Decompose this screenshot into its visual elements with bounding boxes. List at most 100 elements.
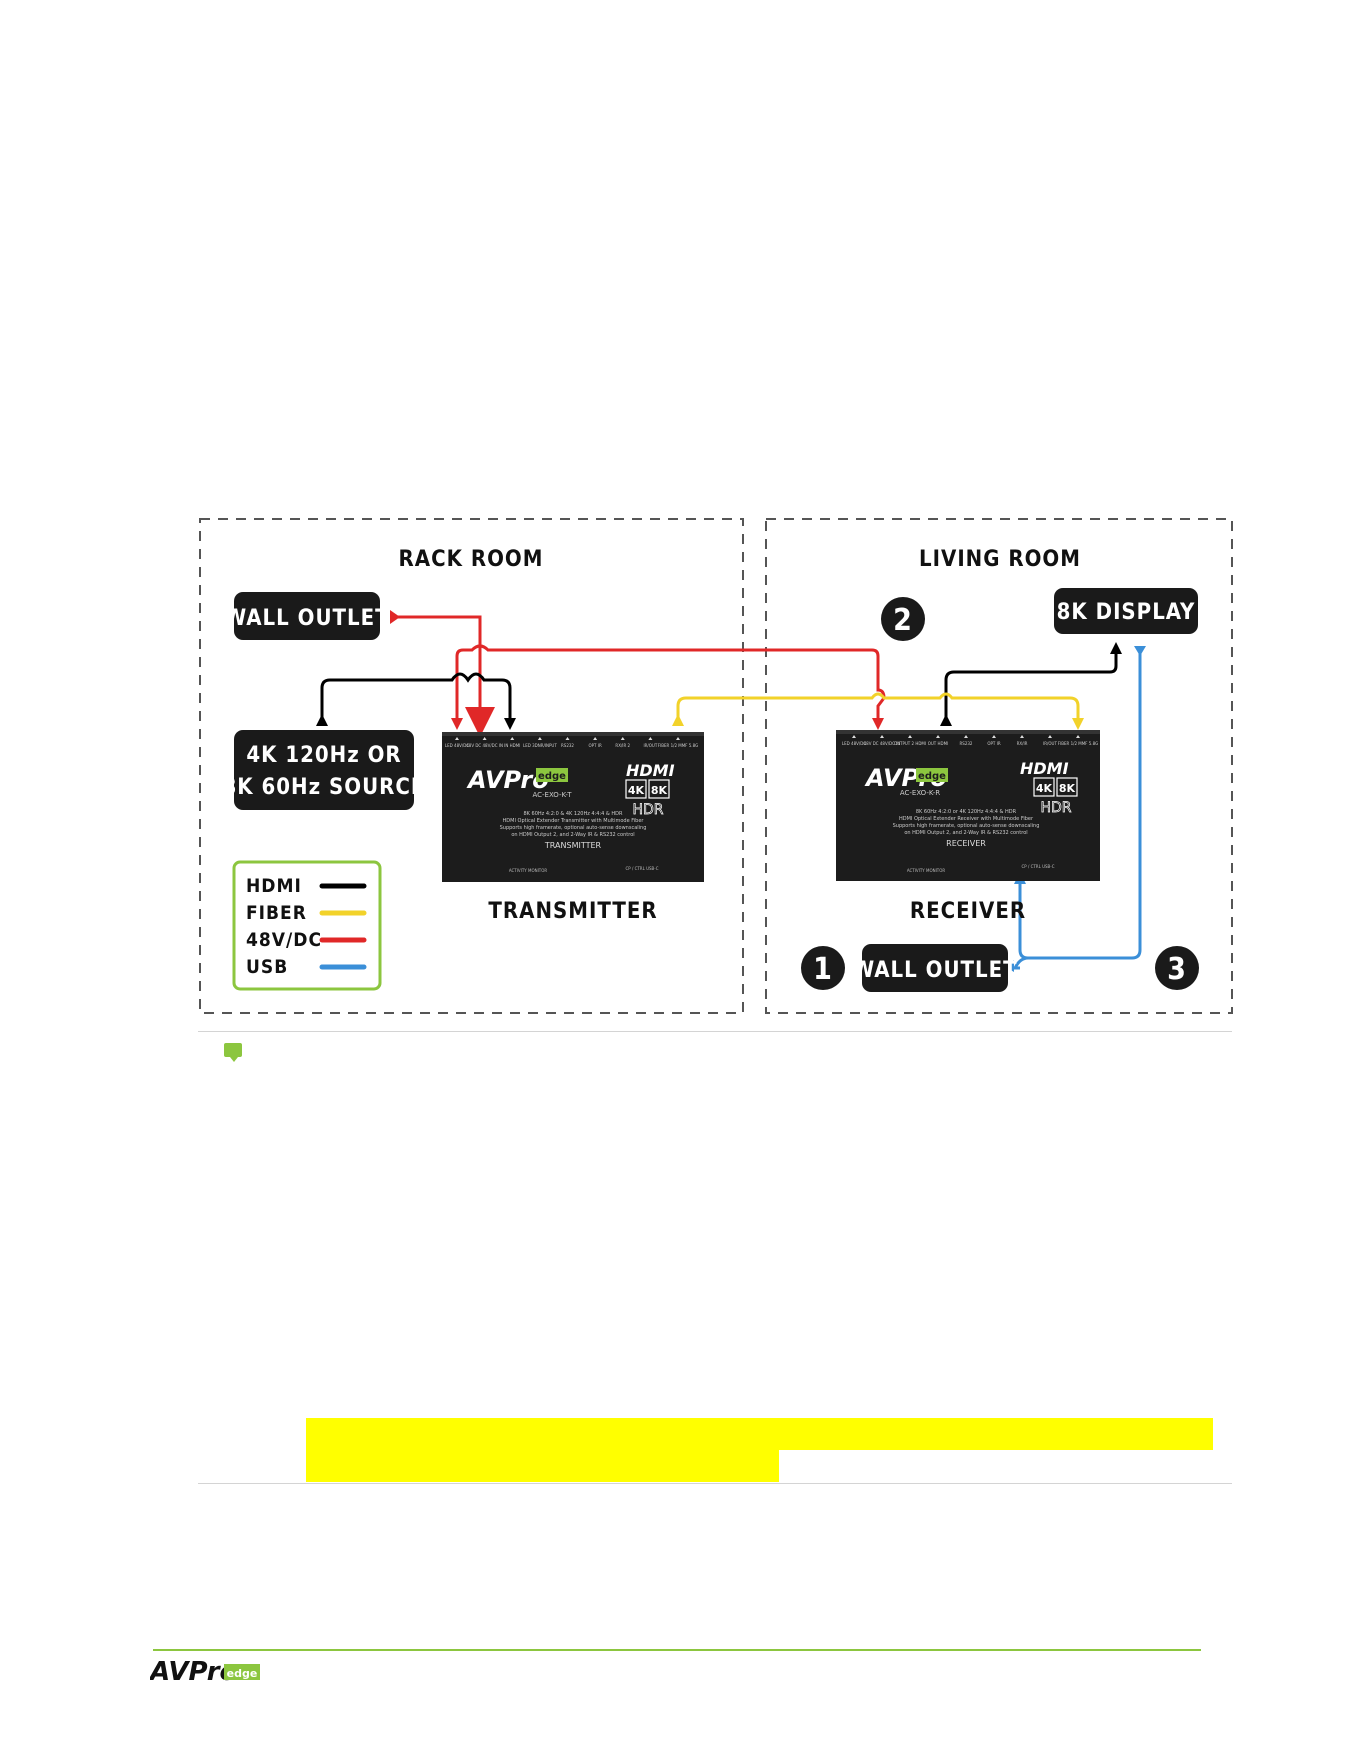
rx-desc1: 8K 60Hz 4:2:0 or 4K 120Hz 4:4:4 & HDR: [916, 809, 1017, 815]
tx-desc3: Supports high framerate, optional auto-s…: [500, 825, 647, 831]
tx-hdmi-logo: HDMI: [626, 761, 675, 780]
tx-port-label-6: RX/IR 2: [615, 743, 630, 748]
hdmi-arrow-tx: [504, 718, 516, 730]
rx-hdmi-logo: HDMI: [1020, 759, 1069, 778]
section-bottom-rule: [198, 1483, 1232, 1484]
display-pill: [1054, 588, 1198, 634]
usb-cable: [1018, 650, 1142, 960]
rx-badge-8k: 8K: [1059, 782, 1076, 795]
highlight-line-2: [306, 1450, 779, 1482]
rx-badge-4k-box: [1033, 777, 1055, 797]
tx-desc4: on HDMI Output 2, and 2-Way IR & RS232 c…: [511, 832, 634, 838]
tx-port-marker-4: [565, 737, 570, 740]
hdmi-arrow-rx: [940, 714, 952, 726]
legend-box: [232, 860, 382, 991]
tx-hdr: HDR: [632, 802, 663, 818]
rx-port-marker-0: [852, 735, 856, 738]
rack-room-frame: [199, 518, 744, 1014]
rx-port-label-4: RS232: [960, 741, 973, 746]
transmitter-title: TRANSMITTER: [488, 899, 657, 924]
footer-edge-box: [224, 1664, 260, 1680]
tx-brand-edge-box: [536, 768, 568, 782]
rx-model: AC-EXO-K-R: [900, 789, 940, 797]
living-room-frame: [765, 518, 1233, 1014]
rx-port-label-6: RX/IR: [1017, 741, 1028, 746]
rx-port-marker-3: [936, 735, 940, 738]
tx-port-marker-1: [482, 737, 487, 740]
fiber-cable-tx-to-rx: [676, 692, 1080, 722]
step-1-circle: [801, 946, 845, 990]
source-pill: [234, 730, 414, 810]
rx-port-label-2: OUTPUT 2 HDMI: [894, 741, 926, 746]
tx-port-label-0: LED 48V/DC: [445, 743, 469, 748]
legend-label-2: 48V/DC: [246, 929, 322, 951]
display-label: 8K DISPLAY: [1057, 600, 1196, 625]
rx-port-marker-1: [880, 735, 884, 738]
footer-brand: AVPro: [150, 1657, 237, 1687]
tx-badge-8k-box: [648, 779, 670, 799]
hdmi-cable-rx-to-display: [944, 650, 1118, 722]
wall-outlet-living-label: WALL OUTLET: [852, 958, 1017, 983]
tx-port-marker-2: [510, 737, 515, 740]
tx-port-marker-8: [676, 737, 680, 740]
tx-badge-4k: 4K: [628, 784, 645, 797]
tx-brand: AVPro: [466, 766, 549, 794]
rx-brand-edge-box: [916, 768, 948, 782]
step-2-circle: [881, 597, 925, 641]
hdmi-cable-source-to-tx: [320, 672, 512, 722]
tx-badge-8k: 8K: [651, 784, 668, 797]
rx-port-label-7: IR/OUT: [1043, 741, 1057, 746]
rx-desc2: HDMI Optical Extender Receiver with Mult…: [899, 816, 1034, 822]
rx-bottom-right: CP / CTRL USB-C: [1021, 864, 1054, 869]
hdmi-arrow-display: [1110, 642, 1122, 654]
power-cable-wall-to-tx: [390, 615, 495, 737]
rx-desc3: Supports high framerate, optional auto-s…: [893, 823, 1040, 829]
rx-bottom-left: ACTIVITY MONITOR: [907, 868, 946, 873]
rx-port-marker-2: [908, 735, 912, 738]
step-2-label: 2: [893, 603, 913, 638]
step-1-label: 1: [813, 952, 833, 987]
power-cable-tx-to-rx: [455, 644, 886, 722]
wall-outlet-rack-pill: [234, 592, 380, 640]
rx-port-marker-4: [964, 735, 968, 738]
receiver-title: RECEIVER: [910, 899, 1026, 924]
tx-name: TRANSMITTER: [544, 841, 602, 850]
rx-badge-4k: 4K: [1036, 782, 1053, 795]
rx-hdr: HDR: [1040, 800, 1071, 816]
tx-port-label-4: RS232: [561, 743, 574, 748]
hdmi-arrow-source: [316, 714, 328, 726]
step-3-label: 3: [1167, 952, 1187, 987]
footer-edge: edge: [227, 1667, 258, 1680]
tx-desc1: 8K 60Hz 4:2:0 & 4K 120Hz 4:4:4 & HDR: [523, 811, 623, 817]
rx-name: RECEIVER: [946, 839, 986, 848]
rx-port-label-0: LED 48V/DC: [842, 741, 866, 746]
comment-icon[interactable]: [224, 1043, 242, 1062]
tx-port-marker-6: [620, 737, 625, 740]
fiber-arrow-rx: [1072, 718, 1084, 730]
tx-port-label-1: 48V DC 48V/DC IN: [466, 743, 503, 748]
power-arrow-tx: [451, 718, 463, 730]
tx-port-label-2: IN HDMI: [504, 743, 520, 748]
rx-port-marker-6: [1020, 735, 1024, 738]
legend-label-1: FIBER: [246, 902, 307, 924]
tx-port-label-3: LED 3DNR/INPUT: [523, 743, 557, 748]
usb-plug-wall: [1004, 960, 1014, 972]
tx-port-marker-7: [648, 737, 653, 740]
rx-port-marker-7: [1048, 735, 1052, 738]
tx-port-marker-3: [537, 737, 542, 740]
footer-rule: [153, 1649, 1201, 1651]
tx-badge-4k-box: [625, 779, 647, 799]
rx-port-label-8: FIBER 1/2 MMF 5.8G: [1058, 741, 1098, 746]
power-plug-rack: [390, 610, 400, 624]
source-label-line1: 4K 120Hz OR: [246, 743, 401, 768]
tx-port-label-7: IR/OUT: [643, 743, 657, 748]
source-label-line2: 8K 60Hz SOURCE: [223, 775, 426, 800]
rx-badge-8k-box: [1056, 777, 1078, 797]
usb-plug-outlet: [1013, 956, 1029, 969]
fiber-arrow-tx: [672, 714, 684, 726]
rx-brand-edge: edge: [918, 771, 946, 782]
